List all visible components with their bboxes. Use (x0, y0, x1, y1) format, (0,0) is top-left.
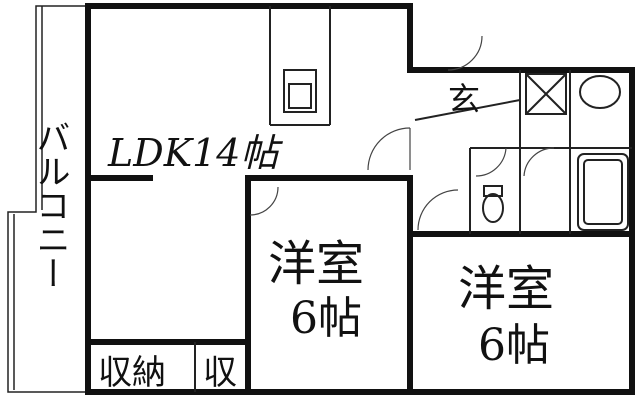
western-room-b-line1: 洋室 (458, 261, 554, 317)
storage-label: 収納 (98, 353, 166, 393)
ldk-label: LDK14帖 (107, 131, 283, 175)
western-room-a-line1: 洋室 (268, 236, 364, 292)
storage-small-label: 収 (203, 353, 237, 393)
western-room-a-line2: 6帖 (290, 293, 362, 344)
entrance-label: 玄 (448, 80, 480, 118)
door-swings (249, 35, 555, 231)
balcony-label: バルコニー (30, 120, 70, 290)
western-room-b-line2: 6帖 (478, 320, 550, 371)
fixtures (194, 6, 632, 392)
balcony (7, 5, 86, 393)
